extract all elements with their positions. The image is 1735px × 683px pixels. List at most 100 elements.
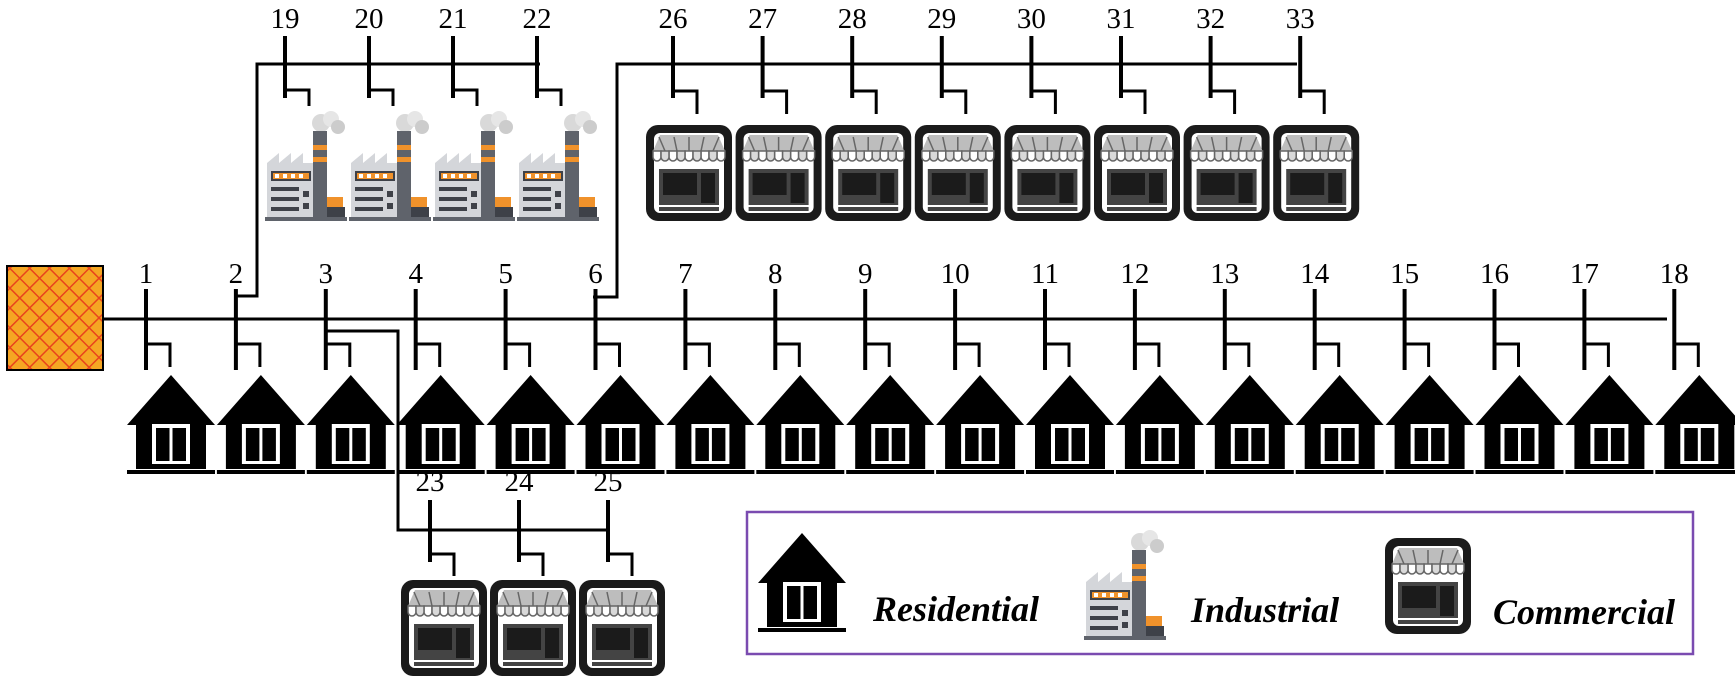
load-tap-27 bbox=[762, 89, 789, 114]
bus-label-16: 16 bbox=[1480, 258, 1509, 290]
load-tap-20 bbox=[369, 88, 395, 106]
commercial-bottom-lateral-buses: 23 24 25 bbox=[400, 466, 666, 677]
load-tap-14 bbox=[1314, 342, 1341, 367]
lateral-bus-2-connection bbox=[237, 62, 540, 298]
legend: Residential Industrial Commercial bbox=[745, 510, 1695, 656]
bus-label-26: 26 bbox=[659, 3, 688, 35]
bus-label-13: 13 bbox=[1210, 258, 1239, 290]
bus-label-32: 32 bbox=[1196, 3, 1225, 35]
bus-label-31: 31 bbox=[1107, 3, 1136, 35]
bus-label-24: 24 bbox=[505, 466, 535, 498]
bus-label-29: 29 bbox=[927, 3, 956, 35]
bus-label-33: 33 bbox=[1286, 3, 1315, 35]
bus-label-4: 4 bbox=[408, 258, 423, 290]
bus-label-21: 21 bbox=[439, 3, 468, 35]
bus-label-14: 14 bbox=[1300, 258, 1330, 290]
residential-load-icon-17 bbox=[1565, 375, 1654, 474]
load-tap-18 bbox=[1674, 342, 1700, 367]
load-tap-9 bbox=[865, 342, 891, 367]
industrial-lateral-buses: 19 20 21 22 bbox=[265, 3, 599, 221]
residential-load-icon-13 bbox=[1205, 375, 1294, 474]
residential-load-icon-15 bbox=[1385, 375, 1474, 474]
legend-commercial-icon bbox=[1384, 537, 1472, 635]
load-tap-26 bbox=[673, 89, 699, 114]
load-tap-21 bbox=[453, 88, 479, 106]
load-tap-7 bbox=[685, 342, 711, 367]
bus-label-7: 7 bbox=[678, 258, 693, 290]
commercial-load-icon-33 bbox=[1272, 124, 1360, 222]
load-tap-13 bbox=[1224, 342, 1251, 367]
bus-label-1: 1 bbox=[139, 258, 154, 290]
residential-load-icon-11 bbox=[1026, 375, 1114, 474]
commercial-load-icon-31 bbox=[1093, 124, 1181, 222]
bus-label-15: 15 bbox=[1390, 258, 1419, 290]
residential-load-icon-16 bbox=[1475, 375, 1564, 474]
load-tap-32 bbox=[1210, 89, 1237, 114]
lateral-bus-6-connection bbox=[593, 62, 1297, 299]
industrial-load-icon-19 bbox=[265, 111, 347, 221]
load-tap-30 bbox=[1031, 89, 1057, 114]
commercial-load-icon-26 bbox=[645, 124, 733, 222]
load-tap-31 bbox=[1121, 89, 1147, 114]
bus-label-30: 30 bbox=[1017, 3, 1046, 35]
load-tap-29 bbox=[941, 89, 968, 114]
load-tap-33 bbox=[1300, 89, 1326, 114]
bus-label-6: 6 bbox=[588, 258, 603, 290]
legend-residential-label: Residential bbox=[872, 589, 1039, 629]
commercial-load-icon-29 bbox=[914, 124, 1002, 222]
load-tap-2 bbox=[235, 342, 262, 367]
bus-label-17: 17 bbox=[1570, 258, 1599, 290]
load-tap-3 bbox=[325, 342, 352, 367]
load-tap-17 bbox=[1584, 342, 1610, 367]
load-tap-10 bbox=[955, 342, 981, 367]
residential-load-icon-3 bbox=[306, 375, 395, 474]
commercial-load-icon-27 bbox=[734, 124, 823, 222]
industrial-load-icon-20 bbox=[349, 111, 431, 221]
bus-label-18: 18 bbox=[1660, 258, 1689, 290]
load-tap-4 bbox=[415, 342, 442, 367]
industrial-load-icon-22 bbox=[517, 111, 599, 221]
bus-label-11: 11 bbox=[1031, 258, 1059, 290]
residential-load-icon-14 bbox=[1295, 375, 1384, 474]
load-tap-12 bbox=[1134, 342, 1161, 367]
bus-label-3: 3 bbox=[319, 258, 334, 290]
bus-label-23: 23 bbox=[416, 466, 445, 498]
industrial-load-icon-21 bbox=[433, 111, 515, 221]
legend-commercial-label: Commercial bbox=[1493, 592, 1675, 632]
load-tap-28 bbox=[852, 89, 878, 114]
bus-label-19: 19 bbox=[271, 3, 300, 35]
load-tap-23 bbox=[430, 552, 456, 576]
load-tap-19 bbox=[285, 88, 311, 106]
load-tap-15 bbox=[1404, 342, 1431, 367]
bus-label-20: 20 bbox=[355, 3, 384, 35]
bus-label-25: 25 bbox=[594, 466, 623, 498]
commercial-load-icon-30 bbox=[1003, 124, 1092, 222]
bus-label-10: 10 bbox=[941, 258, 970, 290]
bus-label-5: 5 bbox=[498, 258, 513, 290]
commercial-load-icon-28 bbox=[824, 124, 912, 222]
legend-industrial-label: Industrial bbox=[1190, 590, 1339, 630]
bus-label-12: 12 bbox=[1120, 258, 1149, 290]
commercial-load-icon-25 bbox=[578, 579, 666, 677]
lateral-bus-3-connection bbox=[324, 329, 608, 532]
commercial-load-icon-24 bbox=[489, 579, 577, 677]
residential-load-icon-5 bbox=[486, 375, 575, 474]
load-tap-25 bbox=[608, 552, 634, 576]
load-tap-11 bbox=[1045, 342, 1071, 367]
load-tap-5 bbox=[505, 342, 532, 367]
residential-load-icon-18 bbox=[1655, 375, 1735, 474]
load-tap-16 bbox=[1494, 342, 1520, 367]
bus-label-22: 22 bbox=[523, 3, 552, 35]
residential-load-icon-10 bbox=[936, 375, 1025, 474]
load-tap-24 bbox=[519, 552, 545, 576]
load-tap-8 bbox=[775, 342, 801, 367]
bus-label-8: 8 bbox=[768, 258, 783, 290]
substation-icon bbox=[6, 265, 104, 371]
commercial-load-icon-32 bbox=[1182, 124, 1271, 222]
bus-label-28: 28 bbox=[838, 3, 867, 35]
bus-label-2: 2 bbox=[229, 258, 244, 290]
residential-load-icon-7 bbox=[666, 375, 755, 474]
